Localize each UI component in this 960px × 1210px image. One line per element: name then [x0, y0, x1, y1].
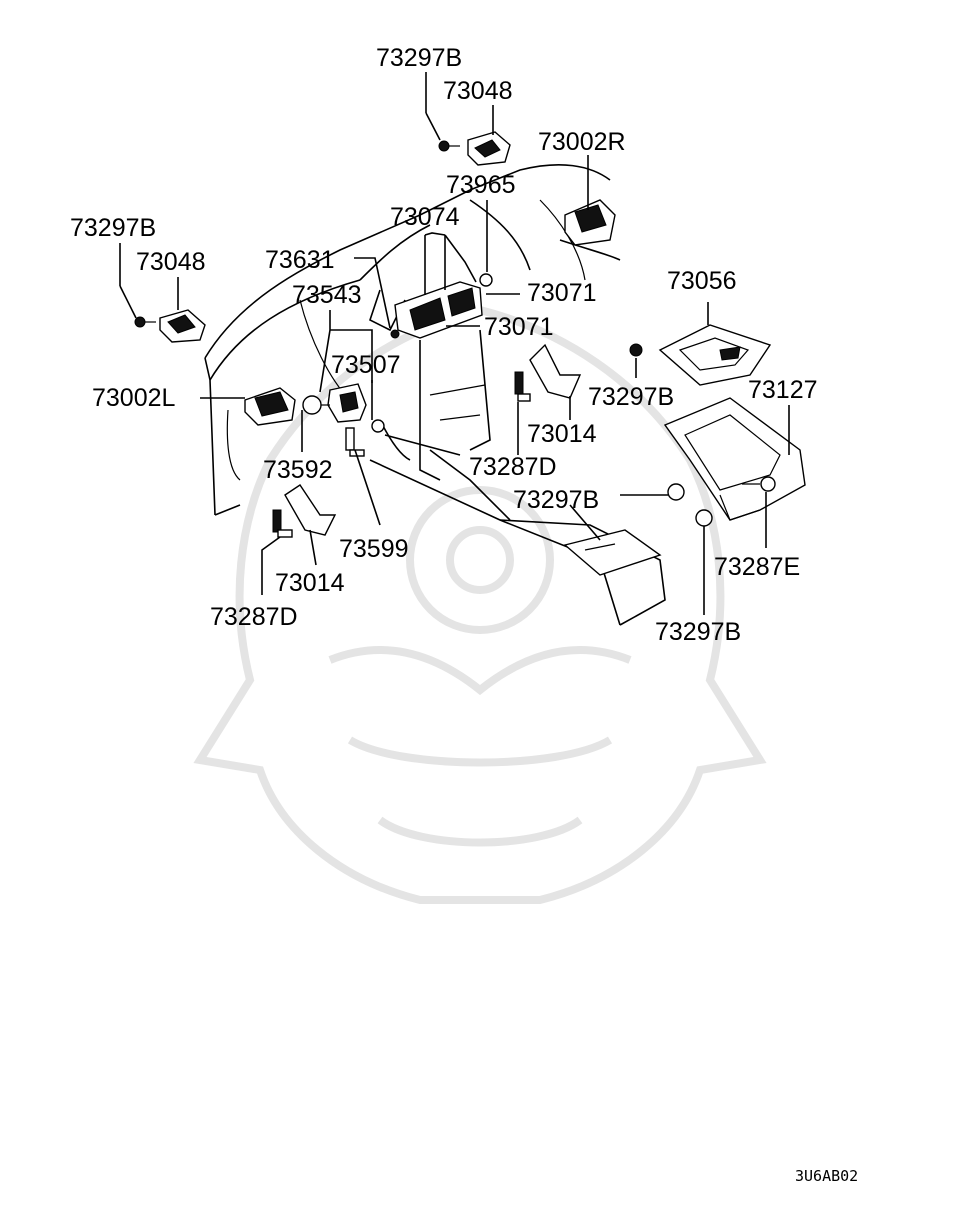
- label-73287E: 73287E: [714, 553, 800, 581]
- bracket-73014-left: [284, 484, 337, 536]
- part-73048-upper: [467, 131, 511, 166]
- label-73631: 73631: [265, 246, 335, 274]
- label-73297B-tray: 73297B: [588, 383, 674, 411]
- label-73074: 73074: [390, 203, 460, 231]
- label-73127: 73127: [748, 376, 818, 404]
- label-73287D-right: 73287D: [469, 453, 557, 481]
- screw-73287E: [742, 476, 776, 492]
- tray-73056: [658, 324, 772, 386]
- label-73048-top: 73048: [443, 77, 513, 105]
- vent-73002R: [564, 199, 616, 246]
- center-console: [369, 449, 666, 626]
- nut-73297B-lower: [667, 483, 713, 527]
- bracket-73014-right: [529, 343, 582, 399]
- bolt-73287D-left: [272, 509, 293, 538]
- part-73048-left: [159, 309, 206, 343]
- label-73297B-left: 73297B: [70, 214, 156, 242]
- leader-lines: [119, 72, 790, 615]
- label-73002L: 73002L: [92, 384, 176, 412]
- label-73297B-center: 73297B: [513, 486, 599, 514]
- knob-73592: [302, 395, 330, 415]
- duct-73507: [327, 383, 367, 423]
- label-73002R: 73002R: [538, 128, 626, 156]
- label-73965: 73965: [446, 171, 516, 199]
- screw-73297B-tray: [629, 343, 643, 357]
- clip-73543: [371, 419, 385, 433]
- label-73014-left: 73014: [275, 569, 345, 597]
- part-labels: 73297B 73048 73002R 73965 73297B 73074 7…: [70, 44, 818, 646]
- label-73056: 73056: [667, 267, 737, 295]
- label-73297B-top: 73297B: [376, 44, 462, 72]
- bolt-73287D-right: [514, 371, 531, 402]
- label-73048-left: 73048: [136, 248, 206, 276]
- label-73014-right: 73014: [527, 420, 597, 448]
- label-73297B-bottom: 73297B: [655, 618, 741, 646]
- label-73507: 73507: [331, 351, 401, 379]
- label-73592: 73592: [263, 456, 333, 484]
- figure-code: 3U6AB02: [795, 1167, 858, 1185]
- label-73071-upper: 73071: [527, 279, 597, 307]
- label-73543: 73543: [292, 281, 362, 309]
- center-vent-73071: [394, 281, 483, 339]
- label-73599: 73599: [339, 535, 409, 563]
- label-73287D-left: 73287D: [210, 603, 298, 631]
- clip-73965: [479, 273, 493, 287]
- clip-73631: [390, 329, 400, 339]
- label-73071-lower: 73071: [484, 313, 554, 341]
- screw-73297B-left: [134, 316, 156, 328]
- screw-73297B-upper: [438, 140, 460, 152]
- vent-73002L: [244, 387, 296, 426]
